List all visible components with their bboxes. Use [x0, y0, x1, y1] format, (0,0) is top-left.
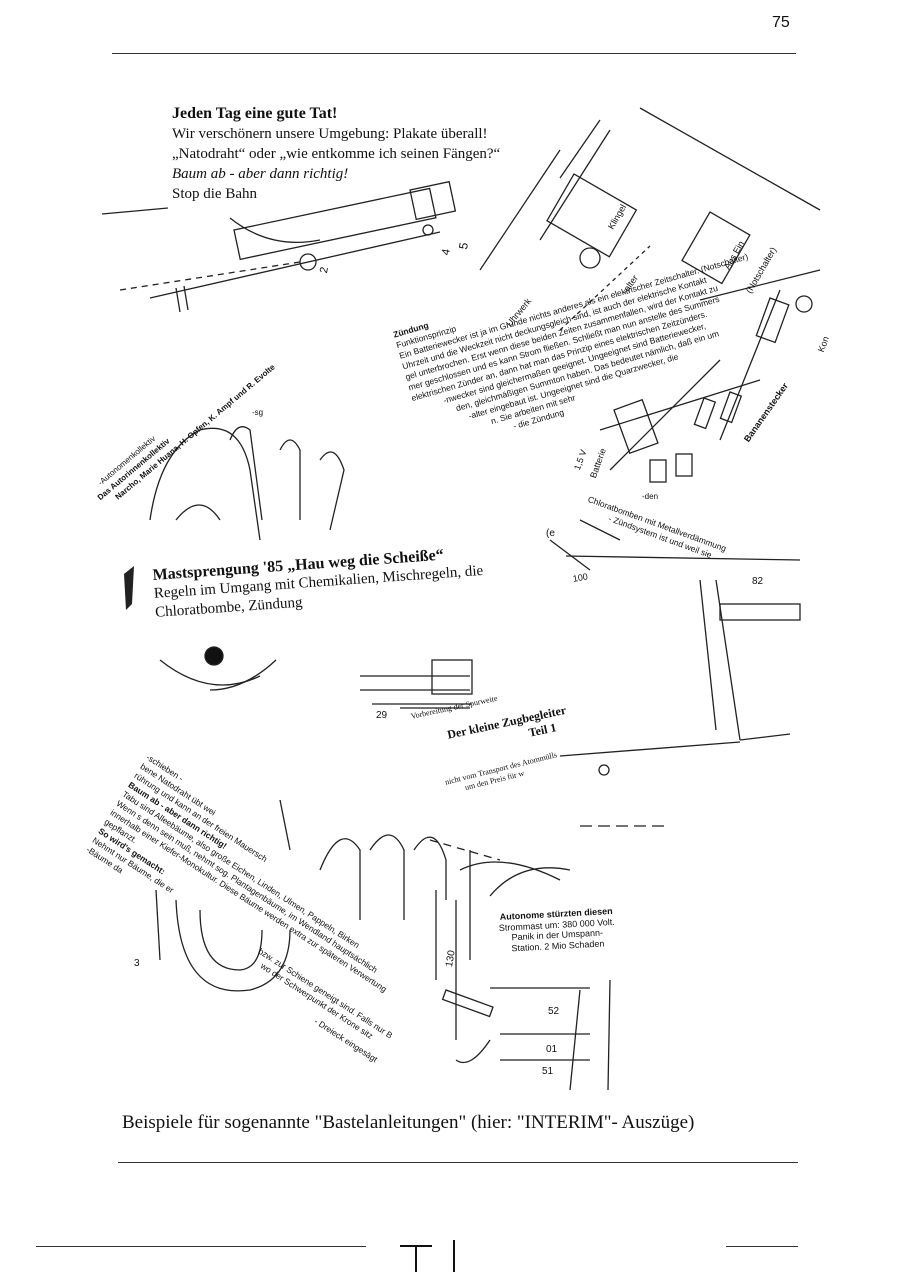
dim-51: 51: [542, 1066, 554, 1077]
den-label: -den: [642, 492, 659, 501]
page-number: 75: [772, 14, 790, 31]
header-line: Stop die Bahn: [172, 186, 257, 202]
footer-rule-left: [36, 1246, 366, 1247]
dim-01: 01: [546, 1044, 558, 1055]
caption-divider: [118, 1162, 798, 1163]
e-paren-label: (e: [546, 528, 555, 539]
header-line: „Natodraht“ oder „wie entkomme ich seine…: [172, 146, 501, 162]
page-caption: Beispiele für sogenannte "Bastelanleitun…: [122, 1112, 695, 1133]
header-line: Baum ab - aber dann richtig!: [172, 166, 349, 182]
top-divider: [112, 53, 796, 54]
dim-82: 82: [752, 576, 764, 587]
dim-52: 52: [548, 1006, 560, 1017]
header-line: Wir verschönern unsere Umgebung: Plakate…: [172, 126, 488, 142]
header-block: Jeden Tag eine gute Tat! Wir verschönern…: [172, 104, 500, 204]
sg-label: -sg: [252, 408, 264, 417]
footer-rule-right: [726, 1246, 798, 1247]
header-title: Jeden Tag eine gute Tat!: [172, 105, 338, 122]
dim-29: 29: [376, 710, 388, 721]
dim-3: 3: [134, 958, 140, 969]
